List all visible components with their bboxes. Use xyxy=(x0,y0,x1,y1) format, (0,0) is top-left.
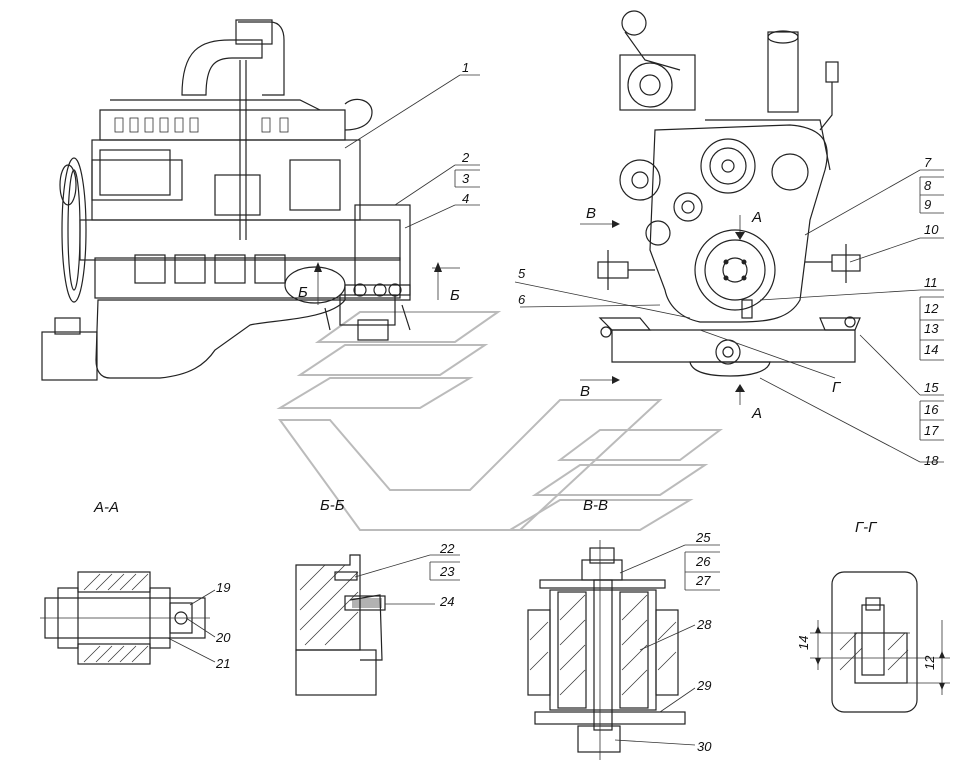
section-title-bb: Б-Б xyxy=(320,497,345,514)
callout-14: 14 xyxy=(924,342,938,357)
engine-side-view xyxy=(41,19,460,381)
section-title-vv: В-В xyxy=(583,497,608,514)
callout-21: 21 xyxy=(215,656,230,671)
callout-4: 4 xyxy=(462,191,469,206)
callout-5: 5 xyxy=(518,266,526,281)
section-mark-b-left: Б xyxy=(298,284,308,301)
section-title-gg: Г-Г xyxy=(855,519,878,536)
callout-20: 20 xyxy=(215,630,231,645)
callout-7: 7 xyxy=(924,155,932,170)
callout-18: 18 xyxy=(924,453,939,468)
callout-29: 29 xyxy=(696,678,711,693)
dimension-14: 14 xyxy=(796,636,811,650)
callout-12: 12 xyxy=(924,301,939,316)
section-mark-v-top: В xyxy=(586,205,596,222)
callout-26: 26 xyxy=(695,554,711,569)
callout-28: 28 xyxy=(696,617,712,632)
callout-13: 13 xyxy=(924,321,939,336)
callout-15: 15 xyxy=(924,380,939,395)
section-aa-drawing xyxy=(40,571,216,665)
section-title-aa: А-А xyxy=(93,499,119,516)
section-mark-g: Г xyxy=(832,379,842,396)
callout-27: 27 xyxy=(695,573,711,588)
callout-17: 17 xyxy=(924,423,939,438)
watermark-logo xyxy=(276,311,723,531)
section-gg-drawing xyxy=(810,571,950,713)
callout-8: 8 xyxy=(924,178,932,193)
callout-6: 6 xyxy=(518,292,526,307)
callout-16: 16 xyxy=(924,402,939,417)
callout-1: 1 xyxy=(462,60,469,75)
dimension-12: 12 xyxy=(922,655,937,670)
callout-22: 22 xyxy=(439,541,455,556)
callout-23: 23 xyxy=(439,564,455,579)
leaders-right xyxy=(514,169,944,463)
callout-30: 30 xyxy=(697,739,712,754)
callout-25: 25 xyxy=(695,530,711,545)
callout-19: 19 xyxy=(216,580,230,595)
callout-9: 9 xyxy=(924,197,931,212)
section-mark-a-bottom: А xyxy=(751,405,762,422)
callout-24: 24 xyxy=(439,594,454,609)
callout-10: 10 xyxy=(924,222,939,237)
section-mark-a-top: А xyxy=(751,209,762,226)
callout-3: 3 xyxy=(462,171,470,186)
engine-front-view xyxy=(580,10,861,405)
leaders-left xyxy=(344,74,480,229)
section-vv-drawing xyxy=(527,540,720,760)
section-bb-drawing xyxy=(295,554,460,696)
callout-11: 11 xyxy=(924,275,938,290)
section-mark-b-right: Б xyxy=(450,287,460,304)
section-mark-v-bottom: В xyxy=(580,383,590,400)
callout-2: 2 xyxy=(461,150,470,165)
